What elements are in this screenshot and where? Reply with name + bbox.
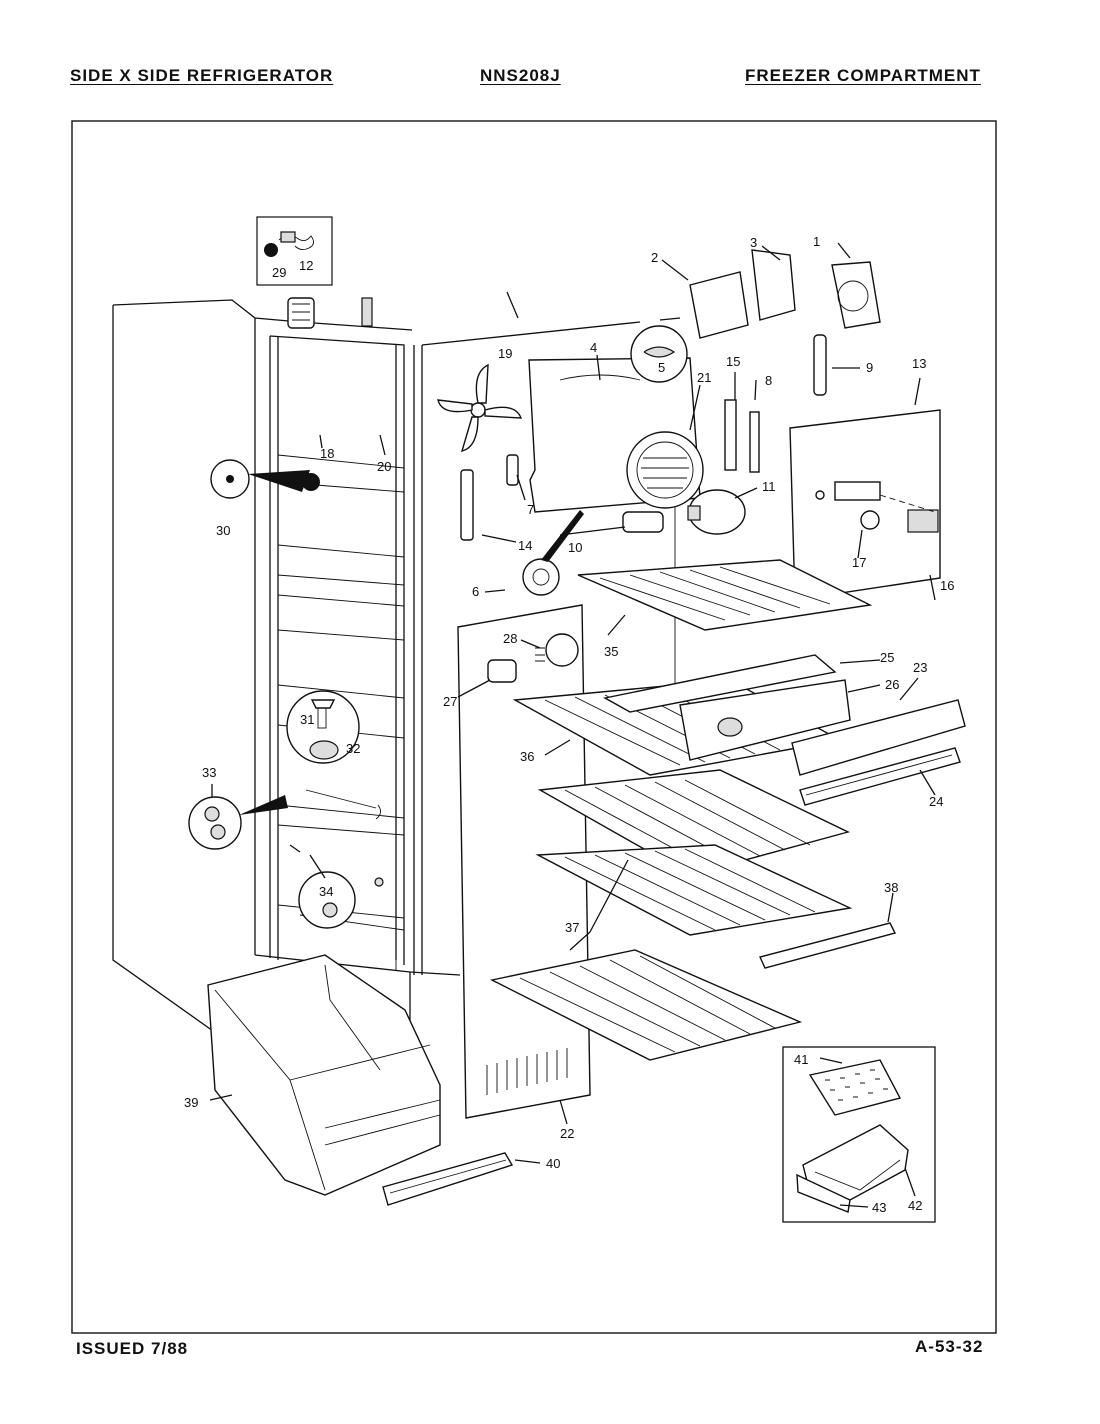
callout-31: 31 — [300, 712, 314, 727]
callout-18: 18 — [320, 446, 334, 461]
inset-parts-29-12: 29 12 — [256, 216, 333, 286]
callout-20: 20 — [377, 459, 391, 474]
callout-6: 6 — [472, 584, 479, 599]
footer-page-code: A-53-32 — [915, 1337, 984, 1356]
shelf-rails — [382, 654, 966, 1206]
callout-37: 37 — [565, 920, 579, 935]
callout-29: 29 — [272, 265, 286, 280]
callout-13: 13 — [912, 356, 926, 371]
callout-numbers: 1 2 3 4 5 6 7 8 9 10 11 13 14 15 16 17 1… — [184, 234, 954, 1215]
callout-4: 4 — [590, 340, 597, 355]
top-brackets — [689, 249, 881, 339]
callout-34: 34 — [319, 884, 333, 899]
callout-23: 23 — [913, 660, 927, 675]
callout-36: 36 — [520, 749, 534, 764]
callout-9: 9 — [866, 360, 873, 375]
callout-39: 39 — [184, 1095, 198, 1110]
door-bin — [207, 954, 441, 1196]
evaporator-and-fan — [437, 325, 827, 596]
callout-32: 32 — [346, 741, 360, 756]
callout-21: 21 — [697, 370, 711, 385]
callout-12: 12 — [299, 258, 313, 273]
callout-35: 35 — [604, 644, 618, 659]
callout-24: 24 — [929, 794, 943, 809]
callout-10: 10 — [568, 540, 582, 555]
callout-26: 26 — [885, 677, 899, 692]
callout-5: 5 — [658, 360, 665, 375]
header-model-number: NNS208J — [480, 66, 561, 85]
callout-43: 43 — [872, 1200, 886, 1215]
callout-42: 42 — [908, 1198, 922, 1213]
callout-19: 19 — [498, 346, 512, 361]
callout-17: 17 — [852, 555, 866, 570]
wire-shelves — [489, 559, 873, 1061]
callout-25: 25 — [880, 650, 894, 665]
callout-16: 16 — [940, 578, 954, 593]
header-appliance-type: SIDE X SIDE REFRIGERATOR — [70, 66, 334, 85]
callout-15: 15 — [726, 354, 740, 369]
callout-41: 41 — [794, 1052, 808, 1067]
callout-27: 27 — [443, 694, 457, 709]
callout-7: 7 — [527, 502, 534, 517]
callout-40: 40 — [546, 1156, 560, 1171]
callout-33: 33 — [202, 765, 216, 780]
callout-11: 11 — [762, 479, 776, 494]
callout-1: 1 — [813, 234, 820, 249]
callout-28: 28 — [503, 631, 517, 646]
callout-30: 30 — [216, 523, 230, 538]
control-parts — [188, 297, 384, 929]
callout-22: 22 — [560, 1126, 574, 1141]
rear-panel — [789, 409, 941, 601]
callout-3: 3 — [750, 235, 757, 250]
inset-ice-tray — [782, 1046, 936, 1223]
footer-issue-date: ISSUED 7/88 — [76, 1339, 189, 1358]
callout-8: 8 — [765, 373, 772, 388]
header-section-name: FREEZER COMPARTMENT — [745, 66, 981, 85]
callout-2: 2 — [651, 250, 658, 265]
diagram-frame — [71, 120, 997, 1334]
callout-38: 38 — [884, 880, 898, 895]
leader-lines — [209, 242, 936, 1208]
callout-14: 14 — [518, 538, 532, 553]
